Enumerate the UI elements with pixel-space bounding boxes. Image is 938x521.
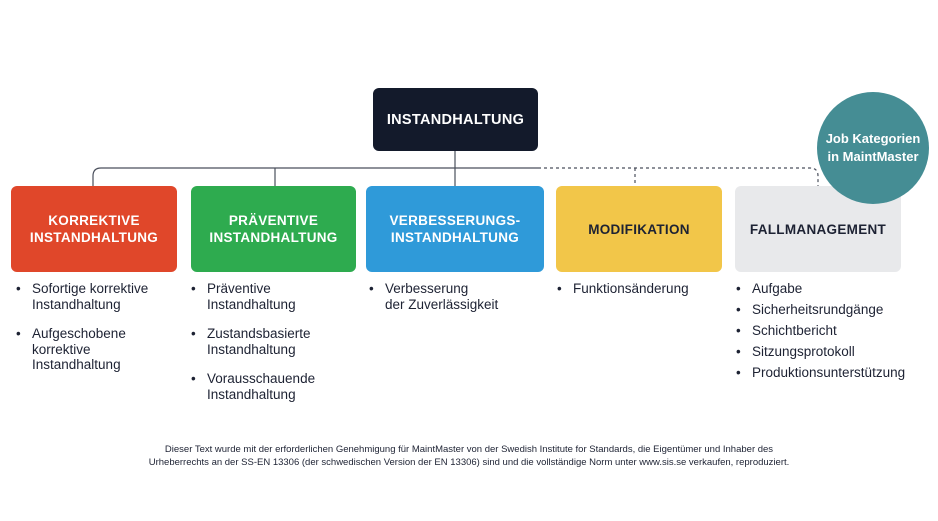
list-item: Schichtbericht [734, 323, 934, 339]
connector-solid [92, 167, 538, 186]
list-item: Sicherheitsrundgänge [734, 302, 934, 318]
list-item: Aufgeschobene korrektive Instandhaltung [14, 326, 184, 373]
list-item: Produktionsunterstützung [734, 365, 934, 381]
list-item: Aufgabe [734, 281, 934, 297]
list-item: Verbesserung der Zuverlässigkeit [367, 281, 547, 312]
category-korrektive: KORREKTIVE INSTANDHALTUNG [11, 186, 177, 272]
list-korrektive: Sofortige korrektive Instandhaltung Aufg… [14, 281, 184, 387]
list-praeventive: Präventive Instandhaltung Zustandsbasier… [189, 281, 359, 416]
root-label: INSTANDHALTUNG [386, 111, 525, 128]
list-item: Sitzungsprotokoll [734, 344, 934, 360]
connector-dashed [538, 167, 819, 186]
job-categories-badge: Job Kategorien in MaintMaster [817, 92, 929, 204]
list-item: Funktionsänderung [555, 281, 735, 297]
category-verbesserung: VERBESSERUNGS- INSTANDHALTUNG [366, 186, 544, 272]
category-praeventive: PRÄVENTIVE INSTANDHALTUNG [191, 186, 356, 272]
list-fallmanagement: Aufgabe Sicherheitsrundgänge Schichtberi… [734, 281, 934, 386]
list-item: Vorausschauende Instandhaltung [189, 371, 359, 402]
list-item: Präventive Instandhaltung [189, 281, 359, 312]
list-modifikation: Funktionsänderung [555, 281, 735, 297]
list-item: Sofortige korrektive Instandhaltung [14, 281, 184, 312]
root-node: INSTANDHALTUNG [373, 88, 538, 151]
category-fallmanagement: FALLMANAGEMENT [735, 186, 901, 272]
category-modifikation: MODIFIKATION [556, 186, 722, 272]
list-verbesserung: Verbesserung der Zuverlässigkeit [367, 281, 547, 312]
list-item: Zustandsbasierte Instandhaltung [189, 326, 359, 357]
copyright-footer: Dieser Text wurde mit der erforderlichen… [148, 444, 790, 468]
